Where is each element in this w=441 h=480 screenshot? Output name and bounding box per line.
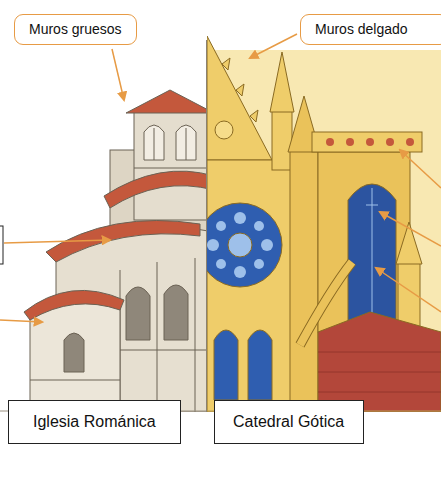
- leader-arrows: [0, 34, 441, 322]
- leader-arrows: [376, 268, 441, 312]
- gothic-cathedral: [270, 52, 294, 112]
- leader-arrows: [0, 320, 42, 322]
- gothic-cathedral: [254, 221, 264, 231]
- label-text: Iglesia Románica: [33, 412, 156, 432]
- gothic-cathedral: [318, 372, 441, 373]
- romanesque-church: [144, 125, 164, 160]
- gothic-cathedral: [318, 392, 441, 393]
- gothic-cathedral: [312, 132, 422, 152]
- romanesque-church: [195, 258, 196, 412]
- gothic-cathedral: [214, 330, 238, 400]
- gothic-cathedral: [272, 110, 292, 170]
- gothic-cathedral: [318, 352, 441, 392]
- romanesque-church: [104, 171, 206, 208]
- romanesque-church: [176, 125, 196, 160]
- romanesque-church: [30, 297, 120, 412]
- callout-box: Muros gruesos: [14, 14, 137, 45]
- gothic-cathedral: [250, 110, 258, 122]
- romanesque-church: [134, 110, 206, 220]
- gothic-cathedral: [248, 330, 272, 400]
- gothic-cathedral: [290, 150, 318, 412]
- gothic-cathedral: [222, 58, 230, 70]
- gothic-cathedral: [261, 239, 273, 251]
- romanesque-church: [154, 128, 155, 160]
- gothic-cathedral: [366, 205, 378, 206]
- cut-off-box: [0, 226, 3, 264]
- gothic-cathedral: [406, 138, 414, 146]
- label-text: Catedral Gótica: [233, 412, 345, 432]
- gothic-cathedral: [207, 239, 219, 251]
- gothic-cathedral: [386, 138, 394, 146]
- leader-arrows: [250, 34, 297, 58]
- leader-arrows: [380, 212, 441, 246]
- gothic-cathedral: [234, 212, 246, 224]
- romanesque-church: [126, 287, 150, 340]
- romanesque-church: [30, 380, 120, 381]
- gothic-cathedral: [207, 203, 282, 287]
- gothic-cathedral: [234, 266, 246, 278]
- gothic-cathedral: [372, 188, 373, 325]
- gothic-cathedral: [236, 84, 244, 96]
- gothic-cathedral: [207, 36, 441, 412]
- romanesque-church: [24, 290, 124, 320]
- gothic-cathedral: [326, 138, 334, 146]
- romanesque-church: [157, 262, 158, 412]
- gothic-cathedral: [348, 184, 396, 325]
- gothic-cathedral: [326, 138, 414, 146]
- romanesque-church: [164, 285, 188, 340]
- divider-line: [206, 40, 207, 412]
- romanesque-church: [134, 168, 206, 169]
- gothic-cathedral: [228, 233, 252, 257]
- romanesque-church: [126, 90, 206, 113]
- label-text: Muros delgado: [315, 21, 408, 38]
- gothic-cathedral: [366, 138, 374, 146]
- gothic-cathedral: [207, 36, 272, 160]
- gothic-cathedral: [216, 259, 226, 269]
- gothic-cathedral: [318, 352, 441, 353]
- romanesque-church: [186, 128, 187, 160]
- gothic-cathedral: [207, 212, 273, 278]
- label-text: Muros gruesos: [29, 21, 122, 38]
- gothic-cathedral: [318, 312, 441, 412]
- leader-arrows: [4, 240, 110, 243]
- gothic-cathedral: [346, 138, 354, 146]
- gothic-cathedral: [318, 152, 410, 332]
- romanesque-church: [64, 333, 84, 372]
- gothic-cathedral: [254, 259, 264, 269]
- gothic-cathedral: [215, 121, 233, 139]
- caption-box: Catedral Gótica: [214, 400, 364, 444]
- caption-box: Iglesia Románica: [8, 400, 181, 444]
- leader-arrows: [112, 49, 124, 100]
- gothic-cathedral: [216, 221, 226, 231]
- callout-box: Muros delgado: [300, 14, 441, 45]
- romanesque-church: [0, 90, 206, 412]
- leader-arrows: [400, 150, 441, 188]
